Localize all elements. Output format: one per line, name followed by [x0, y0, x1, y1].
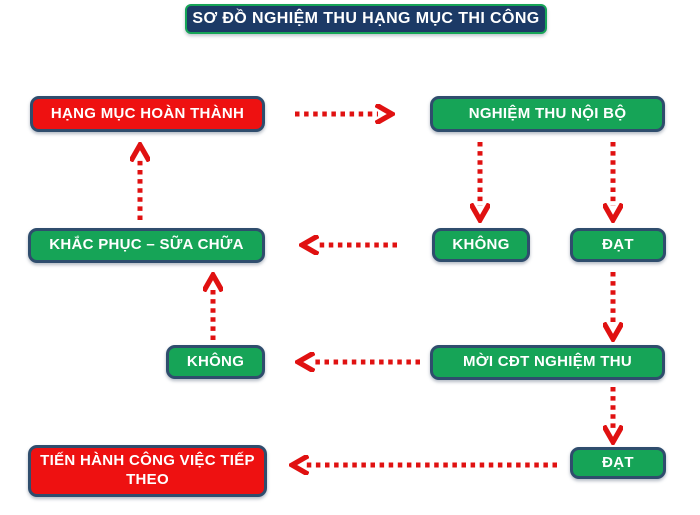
node-hang-muc-hoan-thanh: HẠNG MỤC HOÀN THÀNH: [30, 96, 265, 132]
node-khac-phuc-sua-chua: KHẮC PHỤC – SỮA CHỮA: [28, 228, 265, 263]
node-khong-cdt: KHÔNG: [166, 345, 265, 379]
node-tien-hanh-cong-viec-tiep-theo: TIẾN HÀNH CÔNG VIỆC TIẾP THEO: [28, 445, 267, 497]
node-nghiem-thu-noi-bo: NGHIỆM THU NỘI BỘ: [430, 96, 665, 132]
node-khong-noi-bo: KHÔNG: [432, 228, 530, 262]
node-dat-noi-bo: ĐẠT: [570, 228, 666, 262]
diagram-title: SƠ ĐỒ NGHIỆM THU HẠNG MỤC THI CÔNG: [185, 4, 547, 34]
node-moi-cdt-nghiem-thu: MỜI CĐT NGHIỆM THU: [430, 345, 665, 380]
node-dat-cdt: ĐẠT: [570, 447, 666, 479]
